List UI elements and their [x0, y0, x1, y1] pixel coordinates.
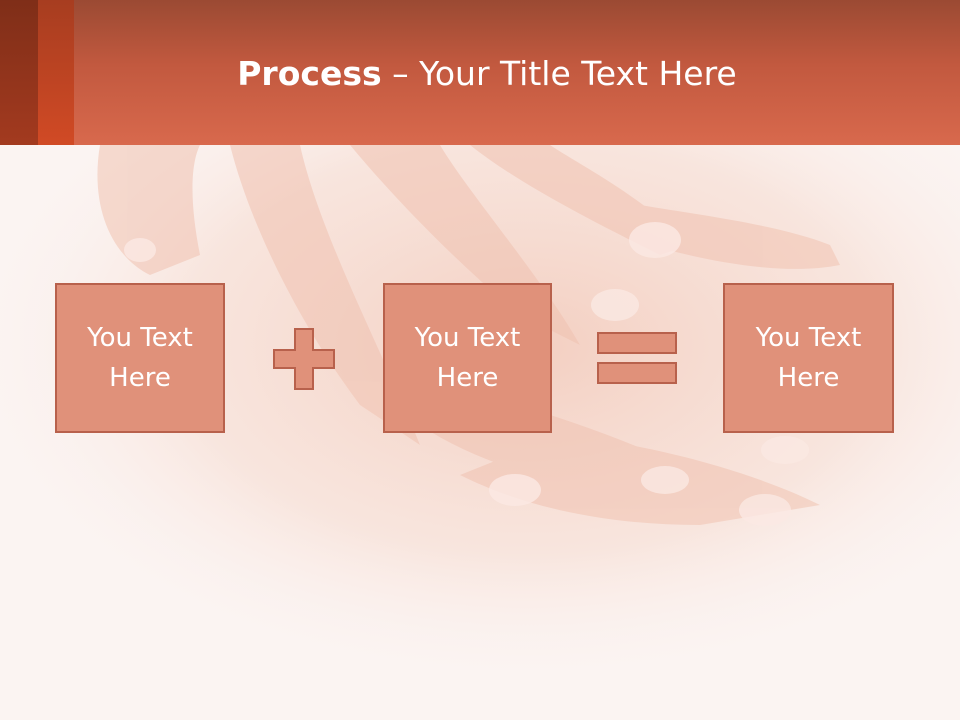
process-step-3-box[interactable]: You Text Here: [723, 283, 894, 433]
title-bold: Process: [237, 54, 382, 93]
process-step-2-box[interactable]: You Text Here: [383, 283, 552, 433]
header-accent-strip-dark: [0, 0, 38, 145]
process-step-1-text: You Text Here: [87, 323, 193, 393]
process-step-3-text: You Text Here: [755, 323, 862, 393]
title-rest: – Your Title Text Here: [381, 54, 737, 93]
plus-icon: [273, 328, 335, 390]
process-step-1-box[interactable]: You Text Here: [55, 283, 225, 433]
header-band: [0, 0, 960, 145]
process-step-2-text: You Text Here: [414, 323, 521, 393]
header-accent-strip-light: [38, 0, 74, 145]
equals-icon: [597, 332, 677, 384]
slide-title: Process – Your Title Text Here: [74, 52, 900, 96]
